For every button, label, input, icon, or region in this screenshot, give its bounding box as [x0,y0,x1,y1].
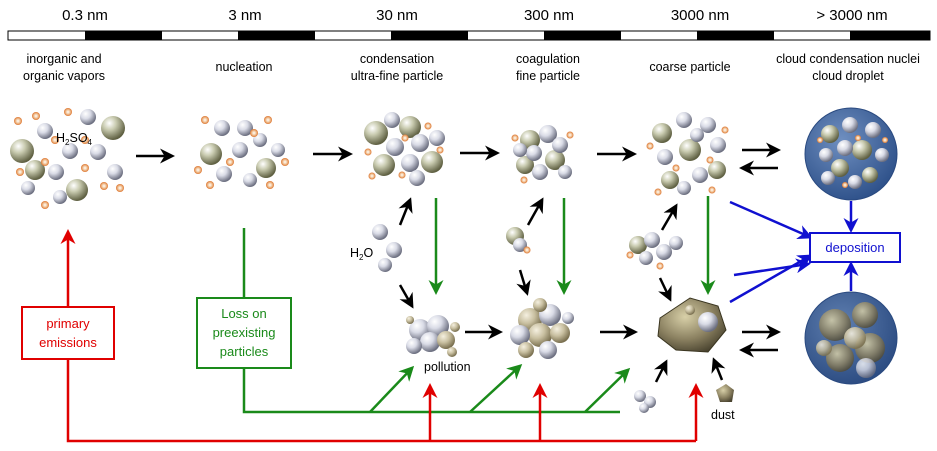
loss-line1: Loss on [221,306,267,321]
stage-3-line2: fine particle [516,69,580,83]
pollution-label: pollution [424,360,471,374]
coagulation-cluster [511,125,574,184]
loss-arrows [242,196,716,414]
scale-label-4: 3000 nm [671,7,729,24]
h2so4-label: H2SO4 [56,131,93,147]
emission-arrows [60,229,704,443]
cloud-droplet [804,107,898,201]
deposition-box: deposition [809,232,901,263]
dust-small [716,384,734,402]
water-molecules [372,224,402,272]
loss-line2: preexisting [213,325,276,340]
primary-line2: emissions [39,335,97,350]
small-grey-cluster [634,390,656,413]
stage-2-line1: condensation [360,52,434,66]
stage-4-line1: coarse particle [649,60,730,74]
dust-label: dust [711,408,735,422]
stage-2-line2: ultra-fine particle [351,69,443,83]
deposition-arrows [729,200,859,304]
stage-labels: inorganic and organic vapors nucleation … [23,52,920,83]
stage-5-line1: cloud condensation nuclei [776,52,920,66]
nucleation-cluster [194,116,289,189]
stage-5-line2: cloud droplet [812,69,884,83]
h2o-label: H2O [350,246,373,262]
deposition-label: deposition [825,240,884,255]
small-cluster-coarse [626,232,683,270]
scale-label-2: 30 nm [376,7,418,24]
process-arrows [136,142,781,383]
scale-label-5: > 3000 nm [816,7,887,24]
dust-particle [657,297,727,353]
stage-0-line1: inorganic and [26,52,101,66]
condensation-cluster [364,112,445,186]
coarse-cluster [646,112,729,196]
scale-bar [7,30,931,41]
primary-emissions-box: primary emissions [21,306,115,360]
vapor-molecules [10,108,125,209]
loss-box: Loss on preexisting particles [196,297,292,369]
scale-label-1: 3 nm [228,7,261,24]
stage-3-line1: coagulation [516,52,580,66]
scale-label-0: 0.3 nm [62,7,108,24]
pollution-cluster [406,315,460,357]
stage-1-line1: nucleation [216,60,273,74]
primary-line1: primary [46,316,90,331]
pollution-aggregate [510,298,574,359]
loss-line3: particles [220,344,269,359]
polluted-droplet [804,291,898,385]
small-cluster-coag [506,227,531,254]
size-scale: 0.3 nm 3 nm 30 nm 300 nm 3000 nm > 3000 … [7,7,931,41]
scale-label-3: 300 nm [524,7,574,24]
stage-0-line2: organic vapors [23,69,105,83]
